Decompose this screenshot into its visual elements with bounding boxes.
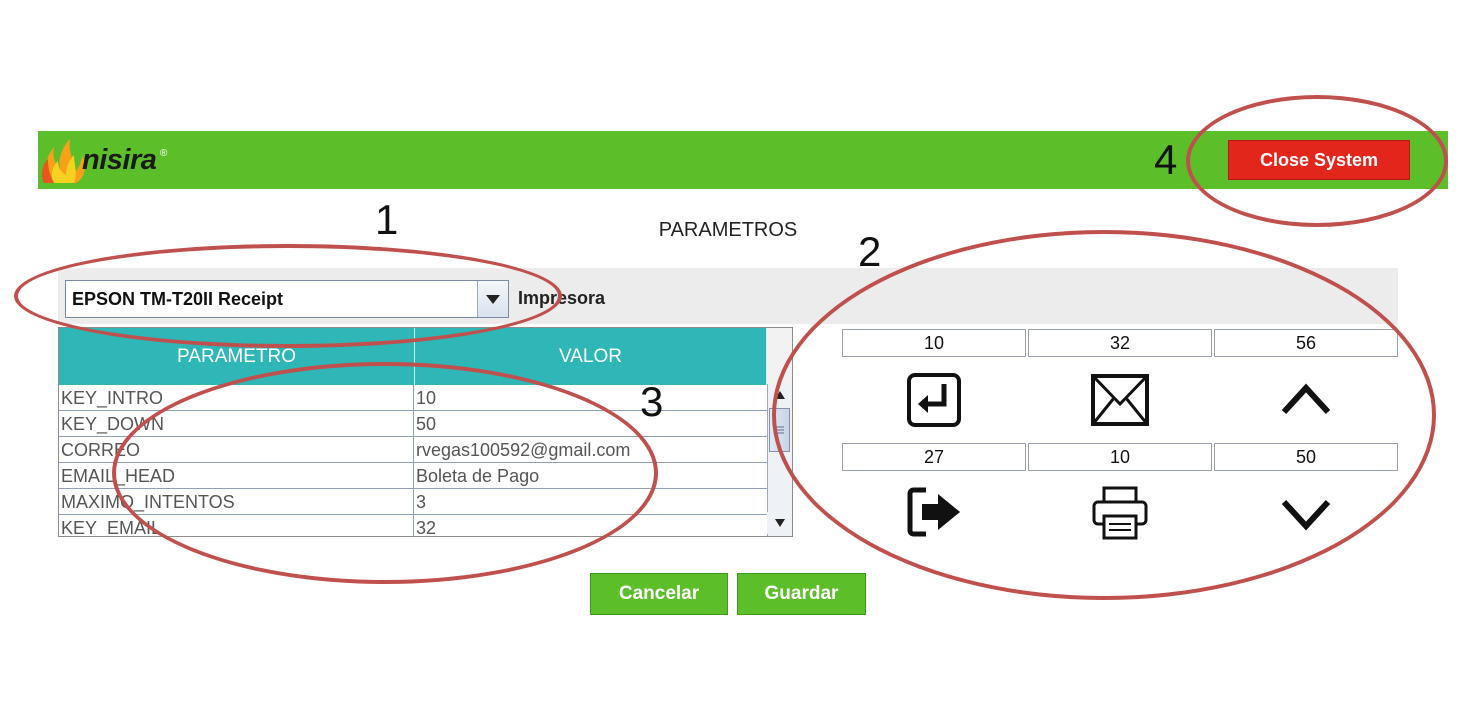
printer-label: Impresora xyxy=(518,288,606,308)
enter-icon xyxy=(904,370,964,430)
annotation-number-3: 3 xyxy=(640,378,664,425)
table-header-corner xyxy=(767,328,792,385)
chevron-down-icon[interactable] xyxy=(477,281,508,317)
column-header-parametro[interactable]: PARAMETRO xyxy=(59,328,415,385)
flame-logo-icon xyxy=(41,139,85,183)
key-code-print[interactable]: 10 xyxy=(1028,443,1212,471)
table-row[interactable]: CORREO rvegas100592@gmail.com xyxy=(59,437,767,463)
parameters-table: PARAMETRO VALOR KEY_INTRO 10 KEY_DOWN 50… xyxy=(58,327,793,537)
save-button[interactable]: Guardar xyxy=(737,573,866,615)
cell-valor[interactable]: Boleta de Pago xyxy=(416,466,540,486)
cell-valor[interactable]: 32 xyxy=(416,518,437,537)
scroll-thumb[interactable] xyxy=(769,408,790,452)
cancel-button[interactable]: Cancelar xyxy=(590,573,728,615)
cell-valor[interactable]: 10 xyxy=(416,388,437,408)
envelope-icon xyxy=(1090,370,1150,430)
table-row[interactable]: KEY_EMAIL 32 xyxy=(59,515,767,537)
chevron-down-icon xyxy=(1276,484,1336,544)
cell-parametro[interactable]: KEY_EMAIL xyxy=(59,515,414,536)
close-system-button[interactable]: Close System xyxy=(1228,140,1410,180)
printer-select[interactable]: EPSON TM-T20II Receipt xyxy=(65,280,509,318)
key-code-down[interactable]: 50 xyxy=(1214,443,1398,471)
cell-parametro[interactable]: CORREO xyxy=(59,437,414,463)
cell-parametro[interactable]: MAXIMO_INTENTOS xyxy=(59,489,414,515)
cell-parametro[interactable]: KEY_INTRO xyxy=(59,385,414,411)
cell-parametro[interactable]: EMAIL_HEAD xyxy=(59,463,414,489)
header-bar xyxy=(38,131,1448,189)
key-code-up[interactable]: 56 xyxy=(1214,329,1398,357)
table-row[interactable]: MAXIMO_INTENTOS 3 xyxy=(59,489,767,515)
table-row[interactable]: KEY_INTRO 10 xyxy=(59,385,767,411)
scroll-up-icon[interactable] xyxy=(767,384,792,406)
logo-text: nisira xyxy=(82,144,157,176)
annotation-number-2: 2 xyxy=(858,228,882,275)
key-code-email[interactable]: 32 xyxy=(1028,329,1212,357)
cell-valor[interactable]: rvegas100592@gmail.com xyxy=(416,440,631,460)
cell-parametro[interactable]: KEY_DOWN xyxy=(59,411,414,437)
table-row[interactable]: EMAIL_HEAD Boleta de Pago xyxy=(59,463,767,489)
logo xyxy=(40,135,170,185)
scroll-down-icon[interactable] xyxy=(767,512,792,534)
key-code-enter[interactable]: 10 xyxy=(842,329,1026,357)
logo-registered-mark: ® xyxy=(160,148,168,159)
column-header-valor[interactable]: VALOR xyxy=(415,328,767,385)
cell-valor[interactable]: 3 xyxy=(416,492,427,512)
printer-select-value: EPSON TM-T20II Receipt xyxy=(72,288,284,309)
annotation-number-4: 4 xyxy=(1154,136,1178,183)
sign-out-icon xyxy=(904,482,964,542)
key-code-exit[interactable]: 27 xyxy=(842,443,1026,471)
page-title: PARAMETROS xyxy=(658,219,798,241)
chevron-up-icon xyxy=(1276,370,1336,430)
printer-icon xyxy=(1090,482,1150,542)
cell-valor[interactable]: 50 xyxy=(416,414,437,434)
annotation-number-1: 1 xyxy=(375,196,399,243)
